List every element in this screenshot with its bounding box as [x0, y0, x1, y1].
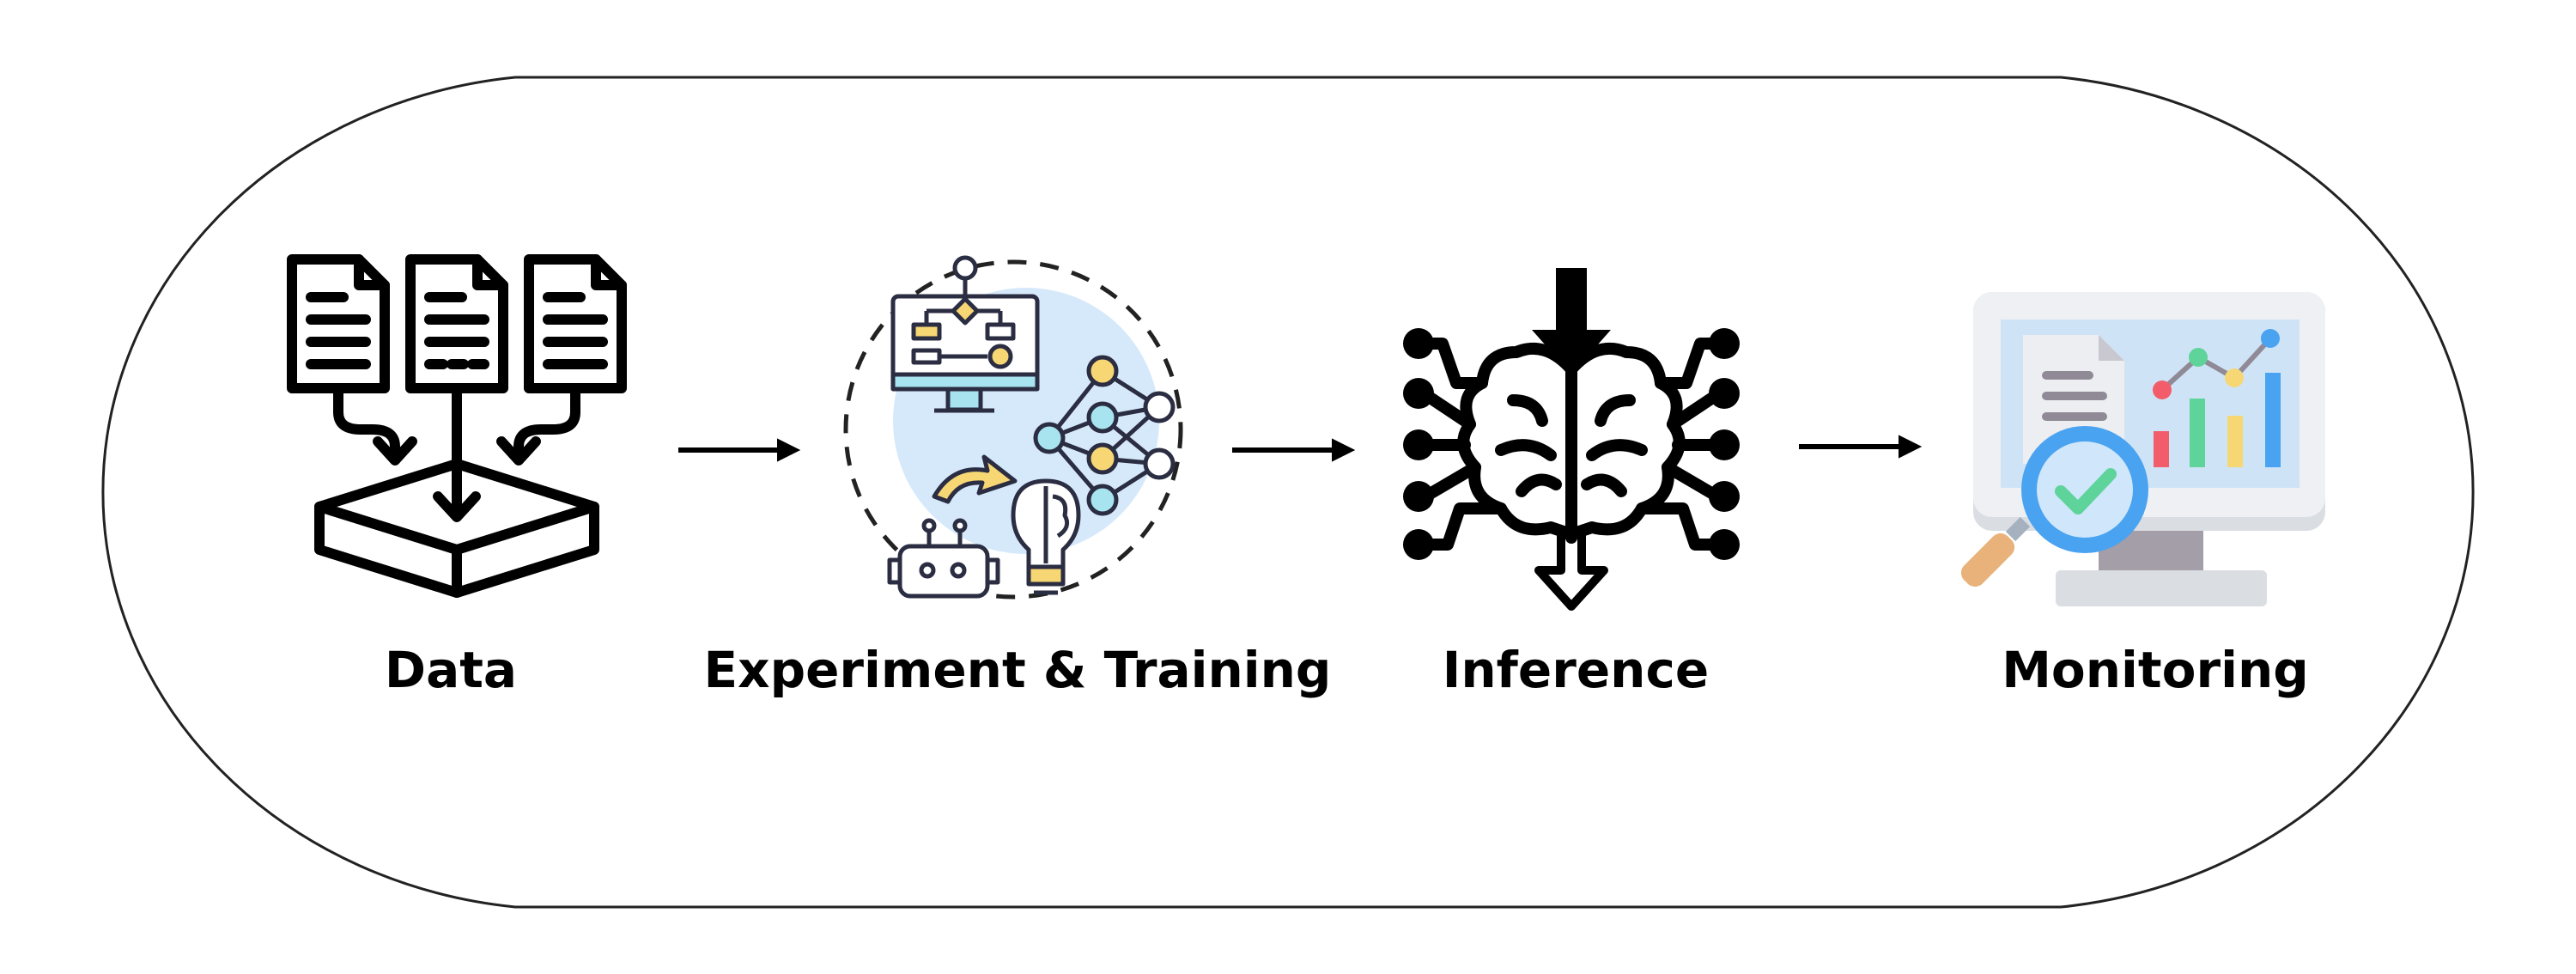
document-icon	[524, 254, 627, 393]
flow-arrow	[678, 438, 801, 462]
document-icon	[287, 254, 390, 393]
refresh-arrow-icon	[932, 454, 1018, 504]
lifecycle-boundary	[101, 76, 2475, 909]
flow-arrow	[1799, 435, 1923, 459]
document-icon	[405, 254, 508, 393]
stage-label-monitoring: Monitoring	[2002, 641, 2309, 699]
brain-circuit-icon	[1403, 268, 1740, 611]
flowchart-monitor-icon	[890, 255, 1040, 413]
monitoring-dashboard-icon	[1960, 292, 2325, 606]
experiment-training-icon	[843, 255, 1183, 600]
robot-icon	[887, 518, 1000, 599]
stage-label-inference: Inference	[1443, 641, 1709, 699]
flow-arrow	[1232, 438, 1356, 462]
bar-chart-icon	[2153, 329, 2281, 467]
lightbulb-brain-icon	[1011, 478, 1081, 595]
stage-label-experiment-training: Experiment & Training	[704, 641, 1332, 699]
data-merge-icon	[287, 254, 627, 598]
magnifier-check-icon	[1960, 426, 2148, 587]
neural-network-icon	[1033, 355, 1176, 516]
stage-label-data: Data	[385, 641, 517, 699]
